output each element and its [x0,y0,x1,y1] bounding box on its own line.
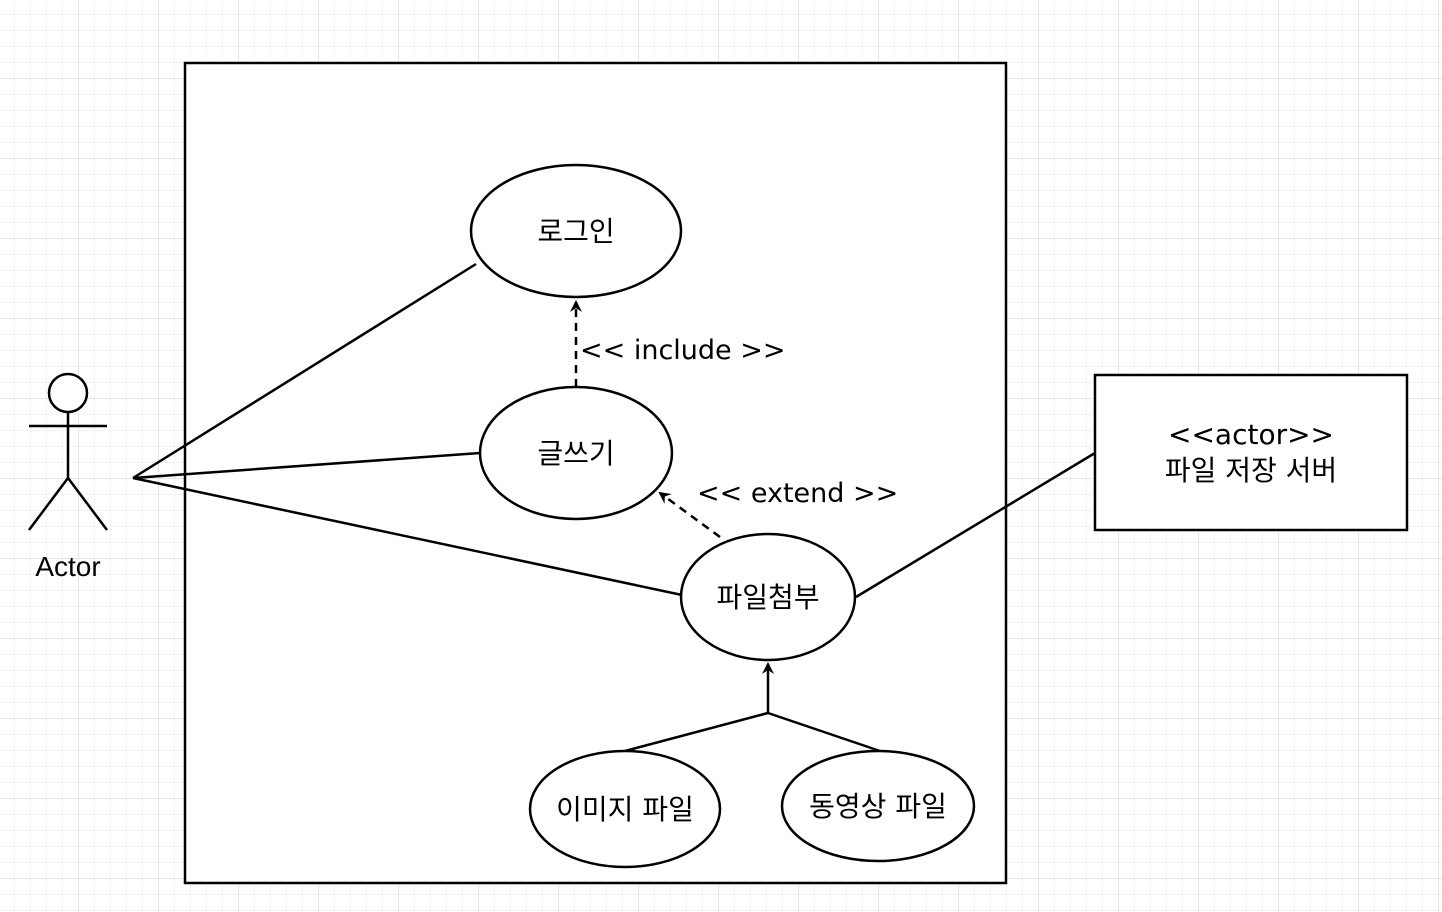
association-actor-login[interactable] [132,262,477,480]
external-actor-stereotype: <<actor>> [1168,418,1334,451]
usecase-image-file-label: 이미지 파일 [556,793,694,826]
external-actor-name: 파일 저장 서버 [1165,454,1337,487]
usecase-attach-label: 파일첨부 [716,581,819,614]
generalization-branch-video[interactable] [767,711,881,753]
usecase-image-file[interactable] [528,749,722,869]
actor-label: Actor [35,551,100,582]
actor-stick-figure-icon[interactable] [28,372,108,531]
include-label: << include >> [580,335,785,366]
usecase-write[interactable] [478,385,674,521]
usecase-video-file[interactable] [780,749,976,863]
usecase-write-label: 글쓰기 [537,437,614,470]
extend-arrow[interactable] [658,491,721,539]
usecase-login[interactable] [469,163,683,299]
usecase-video-file-label: 동영상 파일 [809,790,947,823]
generalization-branch-image[interactable] [624,711,769,753]
usecase-attach[interactable] [679,532,857,662]
usecase-login-label: 로그인 [537,215,614,248]
association-actor-attach[interactable] [132,476,683,597]
association-attach-server[interactable] [855,451,1096,599]
external-actor-box[interactable] [1093,373,1409,532]
association-actor-write[interactable] [132,451,481,480]
extend-label: << extend >> [697,478,898,509]
